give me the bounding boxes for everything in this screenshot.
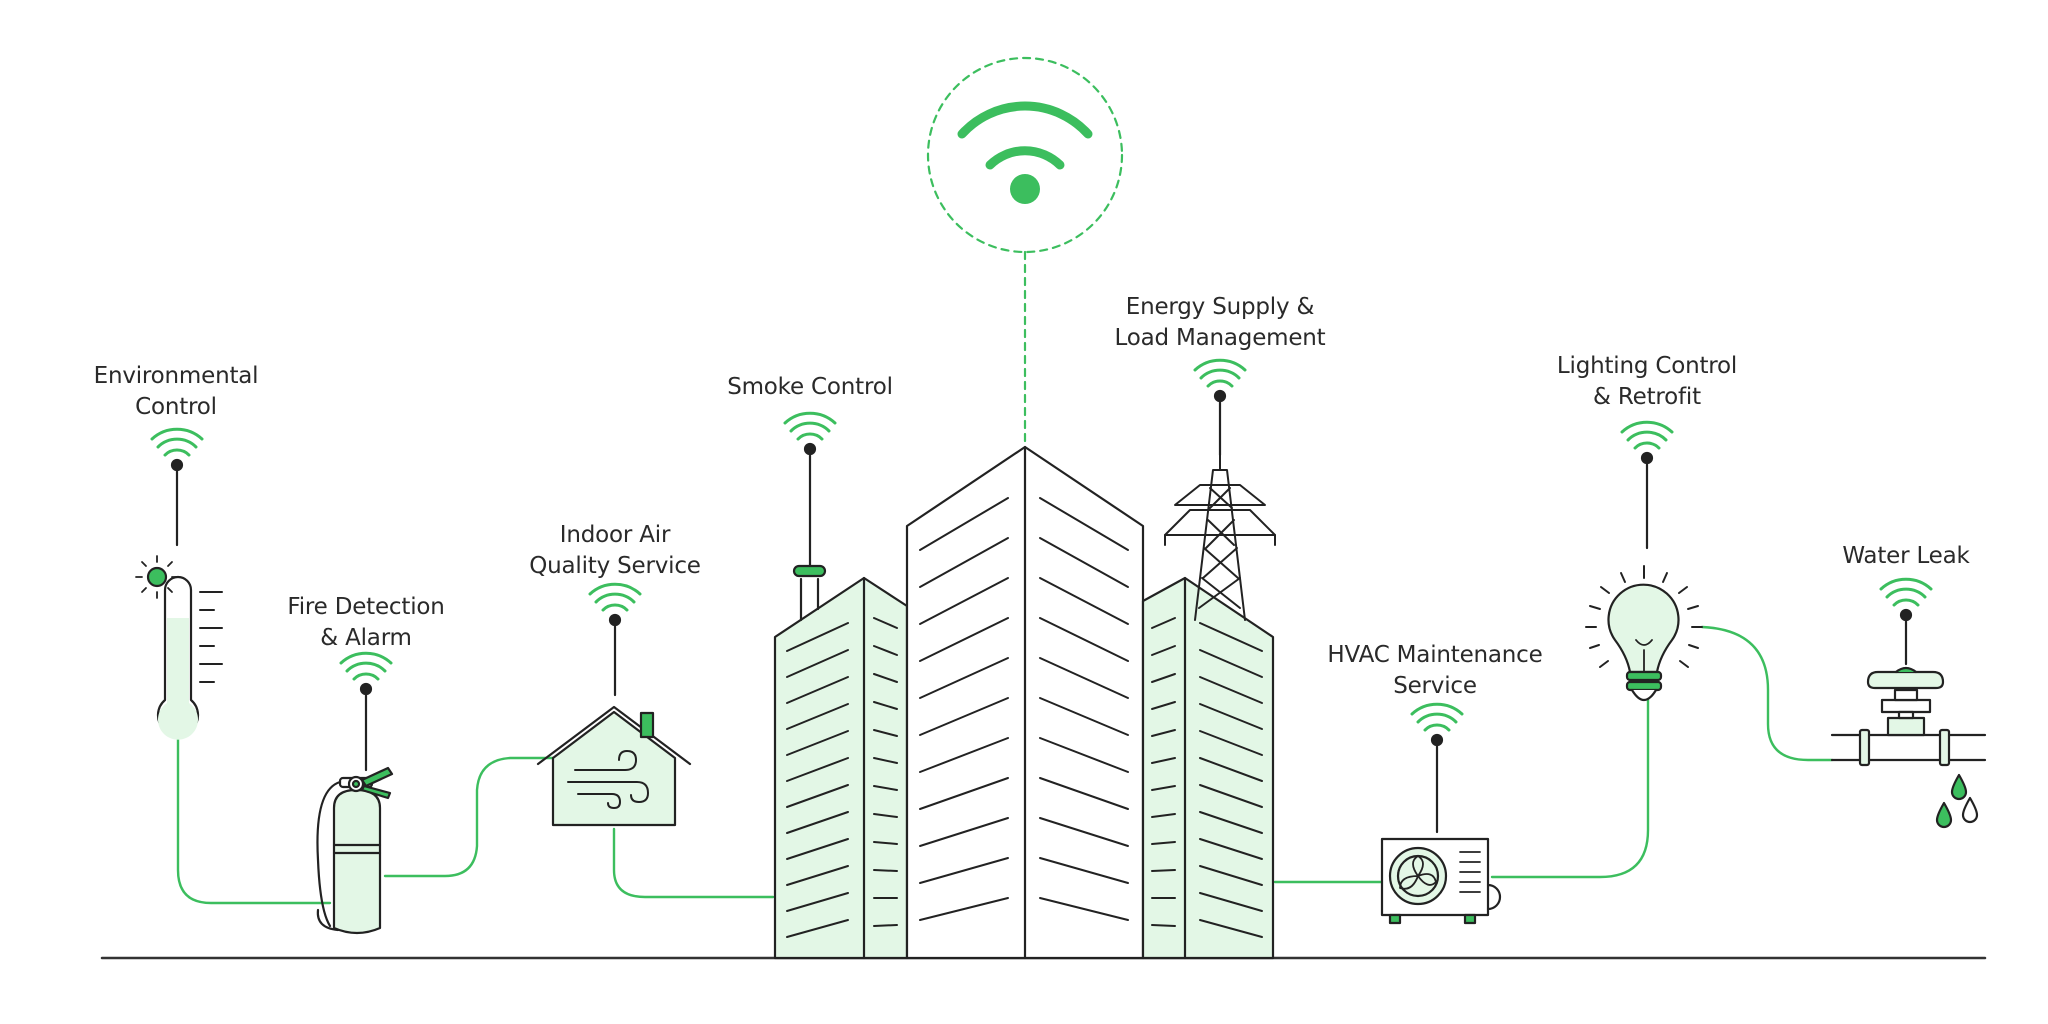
label-lighting-control: Lighting Control & Retrofit [1537, 351, 1757, 413]
label-line: HVAC Maintenance [1327, 642, 1543, 668]
label-line: Service [1393, 673, 1477, 699]
label-line: & Retrofit [1593, 384, 1701, 410]
label-line: Quality Service [529, 553, 701, 579]
left-building [773, 564, 909, 960]
hub-wifi-icon [926, 56, 1124, 447]
label-water-leak: Water Leak [1816, 541, 1996, 572]
antenna-smoke [783, 411, 837, 568]
light-bulb-icon [1585, 565, 1703, 702]
antenna-lighting [1620, 420, 1674, 550]
fire-extinguisher-icon [316, 766, 394, 935]
label-line: Lighting Control [1556, 353, 1738, 379]
label-line: Fire Detection [287, 594, 445, 620]
antenna-water [1879, 577, 1933, 666]
label-line: Environmental [93, 363, 259, 389]
label-line: Load Management [1114, 325, 1326, 351]
power-tower-icon [1164, 403, 1276, 621]
label-line: & Alarm [320, 625, 412, 651]
label-line: Energy Supply & [1125, 294, 1315, 320]
antenna-fire [339, 651, 393, 772]
label-hvac-maintenance: HVAC Maintenance Service [1315, 640, 1555, 702]
label-environmental-control: Environmental Control [76, 361, 276, 423]
label-energy-supply: Energy Supply & Load Management [1100, 292, 1340, 354]
label-line: Smoke Control [727, 374, 893, 400]
label-line: Water Leak [1842, 543, 1970, 569]
label-line: Control [135, 394, 217, 420]
house-air-icon [536, 705, 692, 827]
right-building [1141, 576, 1275, 960]
label-indoor-air-quality: Indoor Air Quality Service [515, 520, 715, 582]
ac-unit-icon [1380, 837, 1502, 925]
water-pipe-icon [1830, 666, 1987, 829]
antenna-energy [1193, 358, 1247, 457]
antenna-hvac [1410, 702, 1464, 834]
antenna-air [588, 582, 642, 697]
antenna-environmental [150, 427, 204, 547]
label-smoke-control: Smoke Control [700, 372, 920, 403]
connection-cables [176, 625, 1834, 905]
antennas [150, 358, 1933, 834]
buildings [773, 445, 1275, 960]
center-building [905, 445, 1145, 960]
label-line: Indoor Air [559, 522, 671, 548]
thermometer-icon [135, 555, 223, 740]
label-fire-detection: Fire Detection & Alarm [266, 592, 466, 654]
